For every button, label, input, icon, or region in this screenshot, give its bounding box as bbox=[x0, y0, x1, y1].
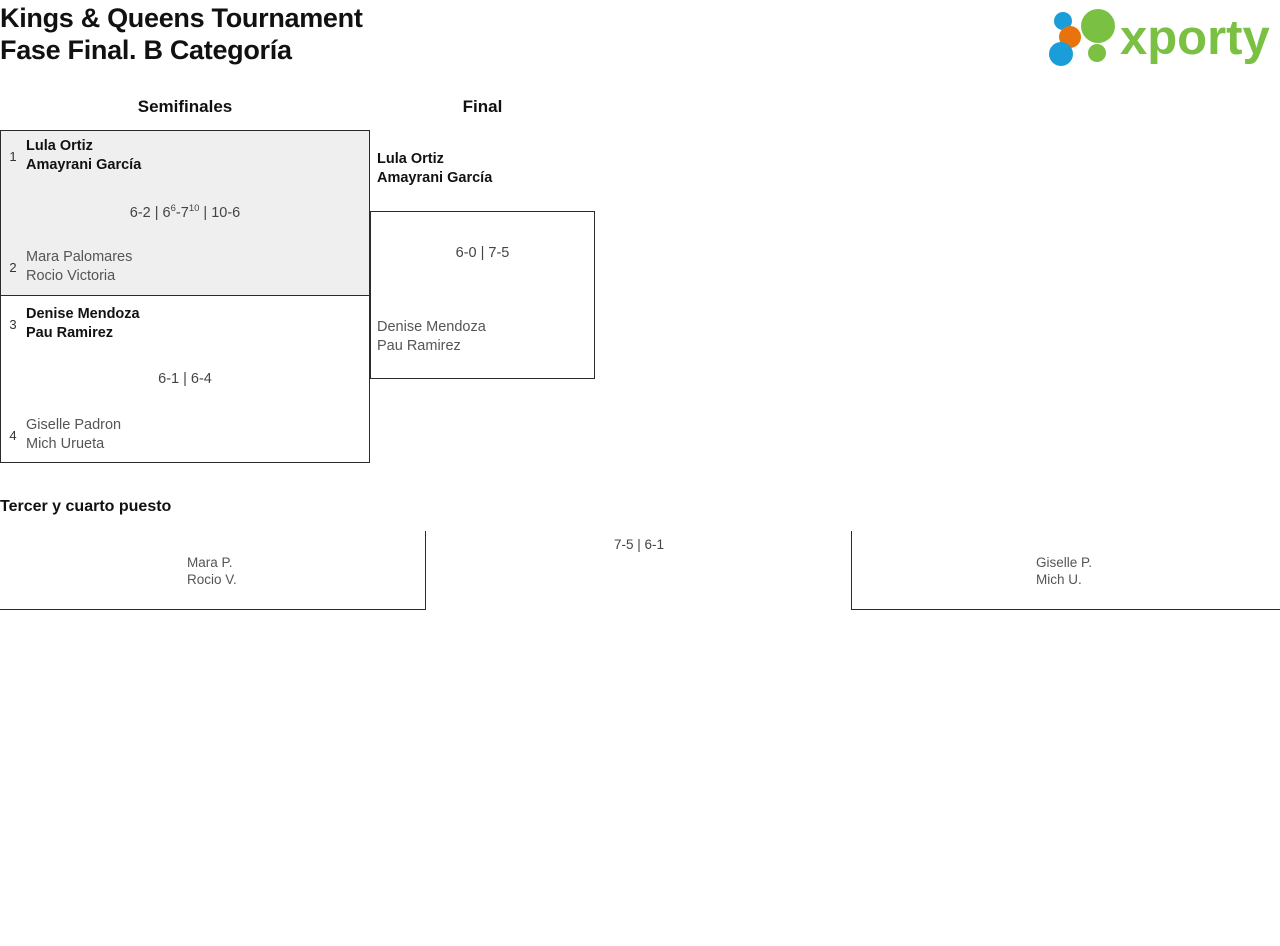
player-name: Giselle P. bbox=[1036, 555, 1093, 570]
match-final[interactable] bbox=[370, 211, 595, 379]
third-place-title: Tercer y cuarto puesto bbox=[0, 498, 172, 515]
player-name: Amayrani García bbox=[377, 170, 493, 186]
player-name: Pau Ramirez bbox=[26, 325, 114, 341]
page-title: Kings & Queens Tournament Fase Final. B … bbox=[0, 2, 363, 66]
match-score: 7-5 | 6-1 bbox=[613, 537, 665, 552]
team-row[interactable]: Denise Mendoza Pau Ramirez bbox=[377, 318, 486, 356]
team-names: Mara P. Rocio V. bbox=[187, 554, 237, 588]
match-semifinal-2[interactable] bbox=[0, 296, 370, 463]
player-name: Pau Ramirez bbox=[377, 338, 461, 354]
player-name: Denise Mendoza bbox=[377, 319, 486, 335]
team-row[interactable]: Giselle P. Mich U. bbox=[1036, 554, 1092, 588]
team-names: Mara Palomares Rocio Victoria bbox=[26, 248, 132, 286]
player-name: Amayrani García bbox=[26, 157, 142, 173]
player-name: Mich Urueta bbox=[26, 436, 105, 452]
team-names: Denise Mendoza Pau Ramirez bbox=[377, 318, 486, 356]
third-place-left-slot[interactable] bbox=[0, 531, 426, 610]
score-part: | 10-6 bbox=[199, 205, 241, 221]
team-row[interactable]: 3 Denise Mendoza Pau Ramirez bbox=[0, 305, 140, 343]
tiebreak-points: 10 bbox=[188, 203, 200, 215]
team-row[interactable]: Mara P. Rocio V. bbox=[187, 554, 237, 588]
logo-dots-icon bbox=[1049, 9, 1115, 66]
team-row[interactable]: Lula Ortiz Amayrani García bbox=[377, 150, 492, 188]
round-header-final: Final bbox=[462, 97, 503, 116]
match-score: 6-0 | 7-5 bbox=[455, 245, 510, 261]
team-row[interactable]: 4 Giselle Padron Mich Urueta bbox=[0, 416, 121, 454]
tournament-phase: Fase Final. B Categoría bbox=[0, 35, 292, 65]
tiebreak-points: 6 bbox=[170, 203, 176, 215]
team-row[interactable]: 1 Lula Ortiz Amayrani García bbox=[0, 137, 141, 175]
logo-wordmark: xporty bbox=[1120, 11, 1270, 65]
score-part: -7 bbox=[175, 205, 189, 221]
third-place-right-slot[interactable] bbox=[851, 531, 1280, 610]
round-header-semifinals: Semifinales bbox=[137, 97, 233, 116]
team-names: Denise Mendoza Pau Ramirez bbox=[26, 305, 140, 343]
player-name: Rocio V. bbox=[187, 572, 237, 587]
team-names: Giselle P. Mich U. bbox=[1036, 554, 1092, 588]
team-row[interactable]: 2 Mara Palomares Rocio Victoria bbox=[0, 248, 132, 286]
team-names: Lula Ortiz Amayrani García bbox=[26, 137, 141, 175]
player-name: Lula Ortiz bbox=[377, 151, 444, 167]
match-semifinal-1[interactable] bbox=[0, 130, 370, 296]
player-name: Rocio Victoria bbox=[26, 268, 116, 284]
player-name: Giselle Padron bbox=[26, 417, 122, 433]
player-name: Denise Mendoza bbox=[26, 306, 140, 322]
player-name: Lula Ortiz bbox=[26, 138, 93, 154]
score-part: 6-2 | 6 bbox=[129, 205, 171, 221]
xporty-logo[interactable]: xporty bbox=[1044, 6, 1276, 66]
tournament-name: Kings & Queens Tournament bbox=[0, 3, 363, 33]
player-name: Mara P. bbox=[187, 555, 233, 570]
match-score: 6-2 | 66-710 | 10-6 bbox=[60, 203, 310, 221]
seed-number: 2 bbox=[9, 259, 17, 275]
seed-number: 3 bbox=[9, 316, 17, 332]
player-name: Mara Palomares bbox=[26, 249, 133, 265]
seed-number: 4 bbox=[9, 427, 17, 443]
team-names: Giselle Padron Mich Urueta bbox=[26, 416, 121, 454]
match-score: 6-1 | 6-4 bbox=[158, 371, 212, 387]
team-names: Lula Ortiz Amayrani García bbox=[377, 150, 492, 188]
player-name: Mich U. bbox=[1036, 572, 1082, 587]
seed-number: 1 bbox=[9, 148, 17, 164]
